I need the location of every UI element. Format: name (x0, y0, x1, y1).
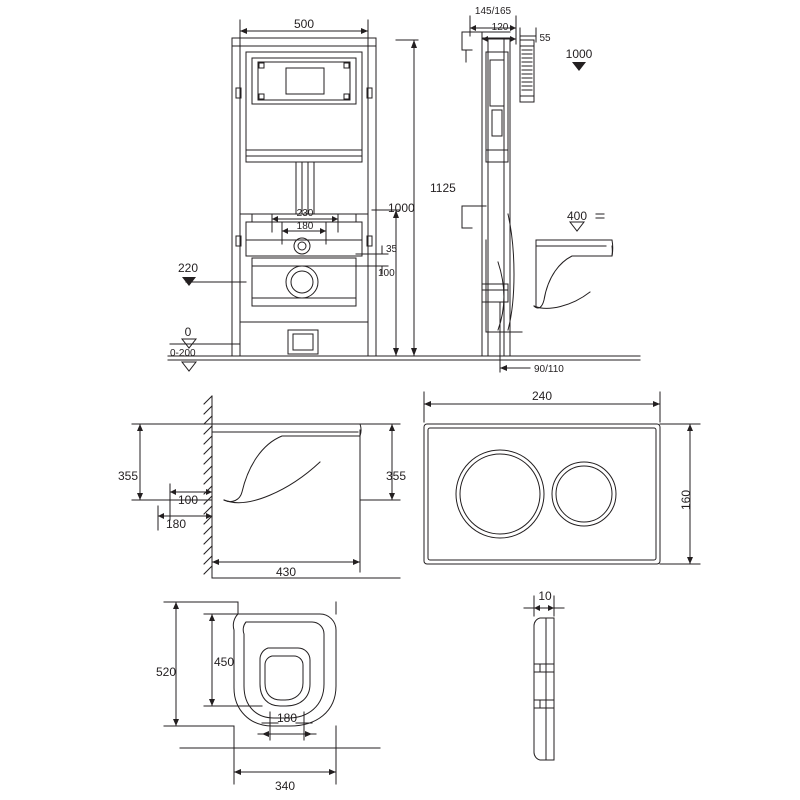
dim-plate-depth-10: 10 (538, 589, 552, 603)
view-front-elevation-frame (167, 19, 471, 372)
dim-inlet-180: 180 (297, 221, 314, 232)
dim-level-400: 400 (567, 209, 587, 223)
dim-offset-100: 100 (378, 268, 395, 279)
dim-projection-430: 430 (276, 565, 296, 579)
dim-outlet-90-110: 90/110 (534, 364, 564, 375)
dim-offset-100-pan: 100 (178, 493, 198, 507)
dim-plate-height-160: 160 (679, 490, 693, 510)
view-flush-plate-side (523, 595, 565, 761)
dim-inlet-230: 230 (297, 208, 314, 219)
dim-offset-35: 35 (386, 244, 398, 255)
dim-width-340: 340 (275, 779, 295, 793)
view-flush-plate-front (423, 391, 701, 565)
dim-height-355-left: 355 (118, 469, 138, 483)
dimension-labels: 500 1125 1000 230 180 35 100 220 0 0-200… (118, 6, 693, 793)
dim-height-355-right: 355 (386, 469, 406, 483)
dim-depth-145-165: 145/165 (475, 6, 512, 17)
dim-bolt-spacing-180: 180 (277, 711, 297, 725)
view-wc-pan-side-section (131, 395, 401, 579)
dim-depth-120: 120 (492, 22, 509, 33)
dim-offset-180-pan: 180 (166, 517, 186, 531)
dim-length-520: 520 (156, 665, 176, 679)
dim-bowl-450: 450 (214, 655, 234, 669)
dim-range-0-200: 0-200 (170, 348, 196, 359)
dim-width-500: 500 (294, 17, 314, 31)
dim-level-1000-side: 1000 (566, 47, 593, 61)
dim-depth-55: 55 (539, 33, 551, 44)
dim-height-1125: 1125 (430, 181, 456, 195)
dim-height-1000: 1000 (388, 201, 415, 215)
dim-plate-width-240: 240 (532, 389, 552, 403)
view-wc-pan-plan (163, 601, 381, 785)
view-side-elevation-frame (461, 15, 641, 373)
dim-level-220: 220 (178, 261, 198, 275)
dim-level-0: 0 (185, 325, 192, 339)
